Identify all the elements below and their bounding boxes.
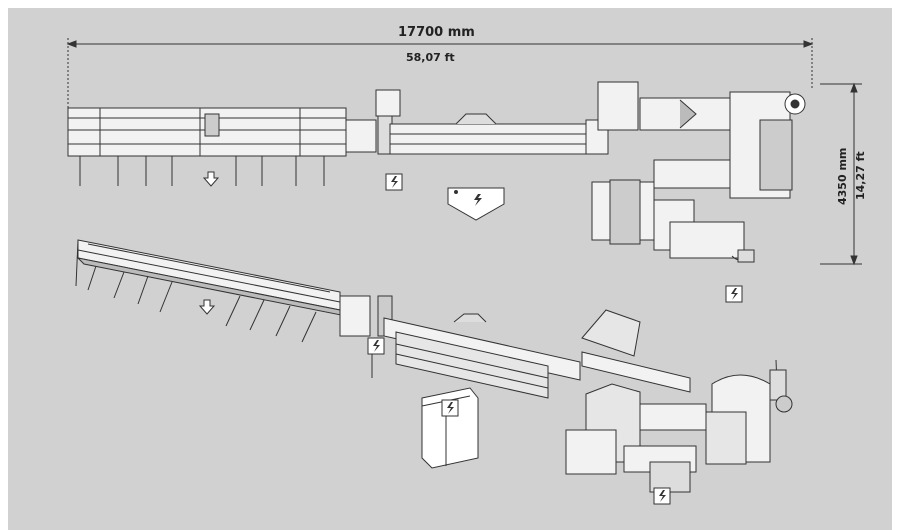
electric-hazard-icon <box>447 187 505 221</box>
isometric-view <box>75 239 793 493</box>
height-mm-label: 4350 mm <box>836 147 849 205</box>
electric-hazard-icon <box>653 487 671 505</box>
height-ft-label: 14,27 ft <box>854 151 867 200</box>
height-dimension-line <box>820 82 862 266</box>
electric-hazard-icon <box>441 399 459 417</box>
width-dimension-line <box>66 38 814 110</box>
width-mm-label: 17700 mm <box>398 25 475 40</box>
electric-hazard-icon <box>725 285 743 303</box>
down-arrow-icon <box>202 171 220 187</box>
electric-hazard-icon <box>367 337 385 355</box>
down-arrow-icon <box>198 299 216 315</box>
width-ft-label: 58,07 ft <box>406 51 455 64</box>
plan-view <box>67 81 806 263</box>
electric-hazard-icon <box>385 173 403 191</box>
